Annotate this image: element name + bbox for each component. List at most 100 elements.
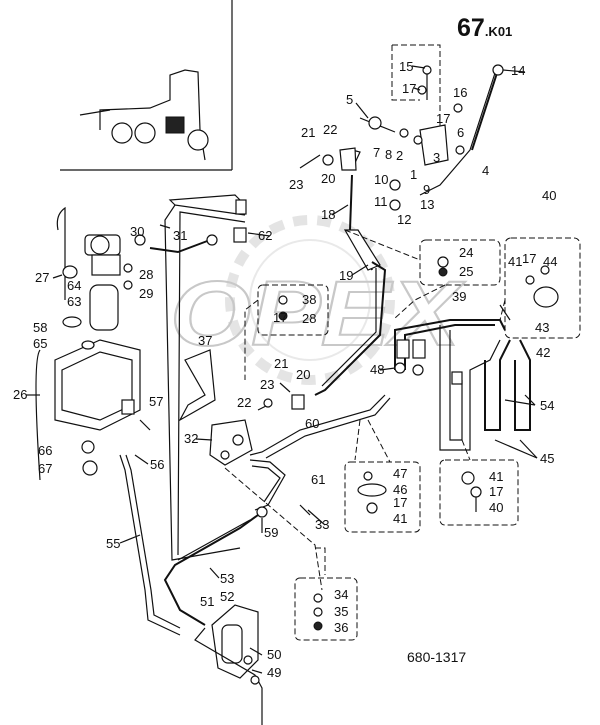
callout-40a: 40 [489, 500, 503, 515]
callout-17e: 17 [393, 495, 407, 510]
callout-27: 27 [35, 270, 49, 285]
callout-50: 50 [267, 647, 281, 662]
callout-45: 45 [540, 451, 554, 466]
callout-58: 58 [33, 320, 47, 335]
bracket-37 [178, 349, 216, 422]
detail-box-15-17 [391, 44, 441, 135]
callout-7: 7 [373, 145, 380, 160]
valve-32 [209, 419, 253, 466]
callout-8: 8 [385, 147, 392, 162]
callout-10: 10 [374, 172, 388, 187]
callout-26: 26 [13, 387, 27, 402]
callout-3: 3 [433, 150, 440, 165]
callout-41a: 41 [508, 254, 522, 269]
callout-17b: 17 [436, 111, 450, 126]
callout-28b: 28 [302, 311, 316, 326]
callout-53: 53 [220, 571, 234, 586]
lever-rod-4-14 [419, 69, 497, 196]
callout-34: 34 [334, 587, 348, 602]
callout-28a: 28 [139, 267, 153, 282]
callout-14: 14 [511, 63, 525, 78]
leader-lines [26, 65, 538, 674]
callout-24: 24 [459, 245, 473, 260]
callout-20a: 20 [321, 171, 335, 186]
callout-47: 47 [393, 466, 407, 481]
drawing-number: 680-1317 [407, 649, 466, 665]
callout-57: 57 [149, 394, 163, 409]
callout-2: 2 [396, 148, 403, 163]
watermark-gear-logo [225, 215, 395, 385]
callout-22a: 22 [323, 122, 337, 137]
callout-21b: 21 [274, 356, 288, 371]
brake-line-55 [119, 454, 181, 636]
hydraulic-lines-39-45-54 [394, 319, 531, 451]
callout-61: 61 [311, 472, 325, 487]
callout-33: 33 [315, 517, 329, 532]
callout-9: 9 [423, 182, 430, 197]
callout-59: 59 [264, 525, 278, 540]
callout-38: 38 [302, 292, 316, 307]
callout-31: 31 [173, 228, 187, 243]
callout-60: 60 [305, 416, 319, 431]
callout-17a: 17 [402, 81, 416, 96]
page-number: 67.K01 [457, 14, 512, 42]
callout-54: 54 [540, 398, 554, 413]
callout-35: 35 [334, 604, 348, 619]
detail-box-34-36 [294, 577, 358, 641]
control-cable-19 [314, 261, 387, 396]
callout-44: 44 [543, 254, 557, 269]
callout-55: 55 [106, 536, 120, 551]
callout-20b: 20 [296, 367, 310, 382]
callout-6: 6 [457, 125, 464, 140]
bracket-assembly-1-3 [419, 124, 449, 166]
callout-21a: 21 [301, 125, 315, 140]
dashed-routing [224, 467, 323, 591]
callout-66: 66 [38, 443, 52, 458]
detail-box-28-38 [257, 284, 329, 336]
callout-13: 13 [420, 197, 434, 212]
callout-40b: 40 [542, 188, 556, 203]
callout-32: 32 [184, 431, 198, 446]
callout-41b: 41 [393, 511, 407, 526]
callout-17d: 17 [273, 310, 287, 325]
fluid-reservoir-26 [35, 316, 151, 481]
callout-43: 43 [535, 320, 549, 335]
callout-56: 56 [150, 457, 164, 472]
callout-labels: 1 2 3 4 5 6 7 8 9 10 11 12 13 14 15 16 1… [13, 59, 557, 680]
truck-location-inset [60, 0, 233, 171]
callout-42: 42 [536, 345, 550, 360]
callout-46: 46 [393, 482, 407, 497]
callout-23b: 23 [260, 377, 274, 392]
callout-64: 64 [67, 278, 81, 293]
callout-11: 11 [374, 194, 388, 209]
callout-18: 18 [321, 207, 335, 222]
detail-box-41-44 [504, 237, 581, 339]
callout-65: 65 [33, 336, 47, 351]
callout-67: 67 [38, 461, 52, 476]
callout-23a: 23 [289, 177, 303, 192]
callout-63: 63 [67, 294, 81, 309]
callout-41c: 41 [489, 469, 503, 484]
callout-51: 51 [200, 594, 214, 609]
detail-box-41-47 [344, 461, 421, 533]
mounting-bracket-50 [194, 604, 263, 725]
brake-line-60 [249, 394, 386, 456]
callout-15: 15 [399, 59, 413, 74]
callout-5: 5 [346, 92, 353, 107]
callout-49: 49 [267, 665, 281, 680]
callout-52: 52 [220, 589, 234, 604]
callout-37: 37 [198, 333, 212, 348]
callout-19: 19 [339, 268, 353, 283]
detail-box-24-25 [419, 239, 501, 286]
callout-48: 48 [370, 362, 384, 377]
callout-1: 1 [410, 167, 417, 182]
callout-12: 12 [397, 212, 411, 227]
hose-31 [149, 239, 211, 254]
brake-line-upper [164, 204, 246, 561]
detail-box-40-41 [439, 459, 519, 526]
callout-4: 4 [482, 163, 489, 178]
callout-17c: 17 [522, 251, 536, 266]
callout-25: 25 [459, 264, 473, 279]
callout-36: 36 [334, 620, 348, 635]
